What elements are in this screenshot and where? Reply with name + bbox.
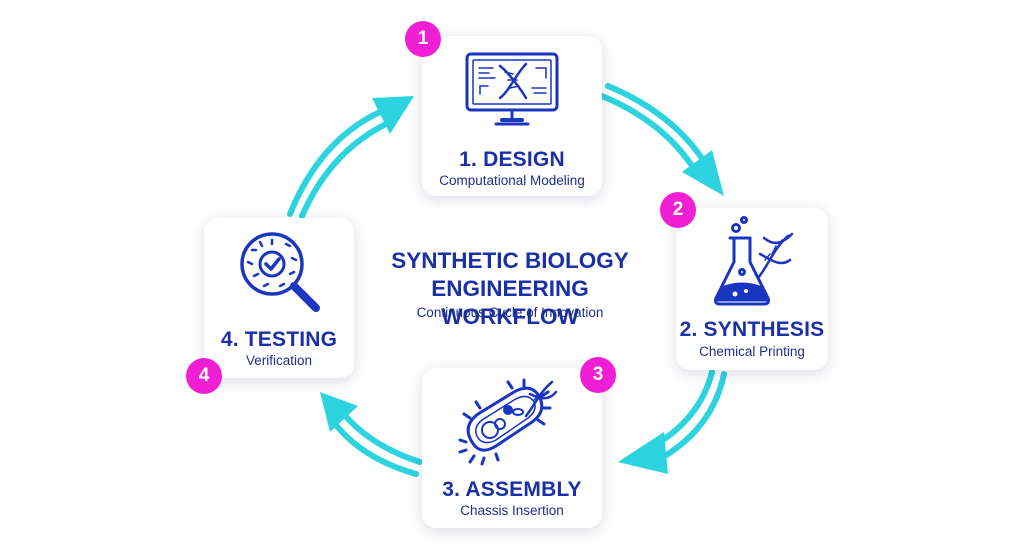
step-title: 1. DESIGN bbox=[459, 148, 565, 171]
diagram-title-line-1: SYNTHETIC BIOLOGY bbox=[391, 248, 629, 273]
computer-dna-icon bbox=[465, 52, 559, 126]
arrow-testing-to-design bbox=[287, 96, 414, 219]
step-subtitle: Computational Modeling bbox=[439, 173, 585, 188]
arrow-assembly-to-testing bbox=[320, 392, 423, 477]
arrow-synthesis-to-assembly bbox=[618, 369, 727, 474]
step-card-synthesis: 2. SYNTHESIS Chemical Printing bbox=[676, 208, 828, 370]
step-subtitle: Chassis Insertion bbox=[460, 503, 564, 518]
step-subtitle: Chemical Printing bbox=[699, 344, 805, 359]
step-title: 4. TESTING bbox=[220, 328, 338, 351]
arrow-design-to-synthesis bbox=[599, 83, 724, 196]
step-title: 3. ASSEMBLY bbox=[442, 478, 582, 501]
step-badge-4: 4 bbox=[186, 358, 222, 394]
step-card-design: 1. DESIGN Computational Modeling bbox=[422, 36, 602, 196]
diagram-subtitle: Continuous Cycle of Innovation bbox=[416, 305, 604, 320]
flask-dna-icon bbox=[714, 216, 794, 306]
step-card-testing: 4. TESTING Verification bbox=[204, 218, 354, 378]
diagram-title-line-2: ENGINEERING WORKFLOW bbox=[431, 276, 589, 329]
step-badge-3: 3 bbox=[580, 357, 616, 393]
step-subtitle: Verification bbox=[245, 353, 313, 368]
bacterium-dna-icon bbox=[458, 378, 558, 466]
step-badge-1: 1 bbox=[405, 21, 441, 57]
step-card-assembly: 3. ASSEMBLY Chassis Insertion bbox=[422, 368, 602, 528]
magnifier-check-icon bbox=[240, 232, 320, 312]
step-badge-2: 2 bbox=[660, 192, 696, 228]
step-title: 2. SYNTHESIS bbox=[679, 318, 825, 341]
